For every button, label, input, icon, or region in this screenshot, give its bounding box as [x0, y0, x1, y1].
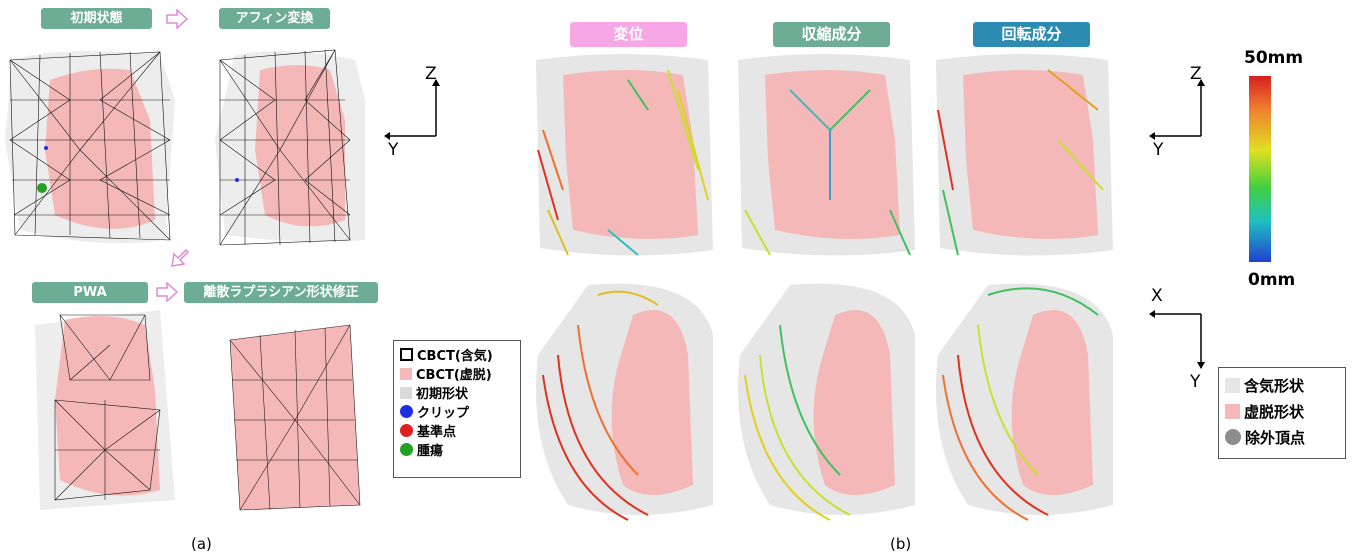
header-displacement: 変位 [570, 22, 687, 47]
displacement-axial-view [528, 275, 718, 530]
legend-label: 虚脱形状 [1244, 401, 1304, 422]
displacement-coronal-view [528, 50, 718, 265]
header-rotation: 回転成分 [973, 22, 1090, 47]
legend-item-excluded-vertex: 除外頂点 [1219, 424, 1345, 450]
label-affine: アフィン変換 [219, 8, 330, 29]
gray-square-icon [1225, 378, 1240, 393]
hollow-square-icon [400, 348, 413, 361]
lung-mesh-pwa [20, 300, 180, 520]
legend-label: クリップ [417, 402, 469, 421]
colorbar-min-label: 0mm [1248, 270, 1295, 290]
legend-label: CBCT(含気) [417, 345, 493, 364]
axis-label-z: Z [425, 64, 437, 84]
axis-triad-zy-right [1145, 78, 1205, 148]
axis-label-x: X [1151, 286, 1163, 306]
contraction-axial-view [730, 275, 920, 530]
legend-label: 腫瘍 [417, 440, 443, 459]
arrow-right-icon [155, 282, 179, 302]
green-dot-icon [400, 443, 413, 456]
axis-triad-xy [1145, 308, 1207, 373]
legend-label: 初期形状 [416, 383, 468, 402]
red-dot-icon [400, 424, 413, 437]
legend-panel-a: CBCT(含気) CBCT(虚脱) 初期形状 クリップ 基準点 腫瘍 [393, 340, 521, 478]
legend-panel-b: 含気形状 虚脱形状 除外頂点 [1218, 367, 1346, 459]
gray-dot-icon [1225, 429, 1241, 445]
gray-square-icon [400, 387, 412, 399]
header-contraction: 収縮成分 [773, 22, 890, 47]
lung-mesh-initial [0, 40, 185, 255]
legend-item-tumor: 腫瘍 [394, 440, 520, 459]
legend-item-reference-point: 基準点 [394, 421, 520, 440]
label-initial-state: 初期状態 [41, 8, 152, 29]
legend-item-cbct-inflated: CBCT(含気) [394, 345, 520, 364]
label-laplacian: 離散ラプラシアン形状修正 [184, 282, 378, 303]
legend-item-collapsed-shape: 虚脱形状 [1219, 398, 1345, 424]
contraction-coronal-view [730, 50, 920, 265]
legend-label: 基準点 [417, 421, 456, 440]
caption-b: (b) [890, 535, 911, 553]
axis-label-y-right: Y [1153, 140, 1163, 160]
rotation-axial-view [928, 275, 1118, 530]
axis-label-y: Y [388, 140, 398, 160]
blue-dot-icon [400, 405, 413, 418]
axis-label-z-right: Z [1190, 64, 1202, 84]
lung-mesh-affine [205, 40, 380, 255]
legend-item-clip: クリップ [394, 402, 520, 421]
colorbar [1249, 76, 1271, 262]
lung-mesh-laplacian [200, 310, 370, 525]
rotation-coronal-view [928, 50, 1118, 265]
legend-label: CBCT(虚脱) [416, 364, 492, 383]
legend-item-inflated-shape: 含気形状 [1219, 372, 1345, 398]
legend-label: 除外頂点 [1245, 427, 1305, 448]
legend-label: 含気形状 [1244, 375, 1304, 396]
pink-square-icon [1225, 404, 1240, 419]
colorbar-max-label: 50mm [1244, 48, 1303, 68]
axis-label-y-bottom: Y [1190, 372, 1200, 392]
arrow-right-icon [165, 9, 189, 29]
axis-triad-zy [380, 78, 440, 148]
legend-item-initial-shape: 初期形状 [394, 383, 520, 402]
caption-a: (a) [191, 535, 212, 553]
pink-square-icon [400, 368, 412, 380]
legend-item-cbct-collapsed: CBCT(虚脱) [394, 364, 520, 383]
